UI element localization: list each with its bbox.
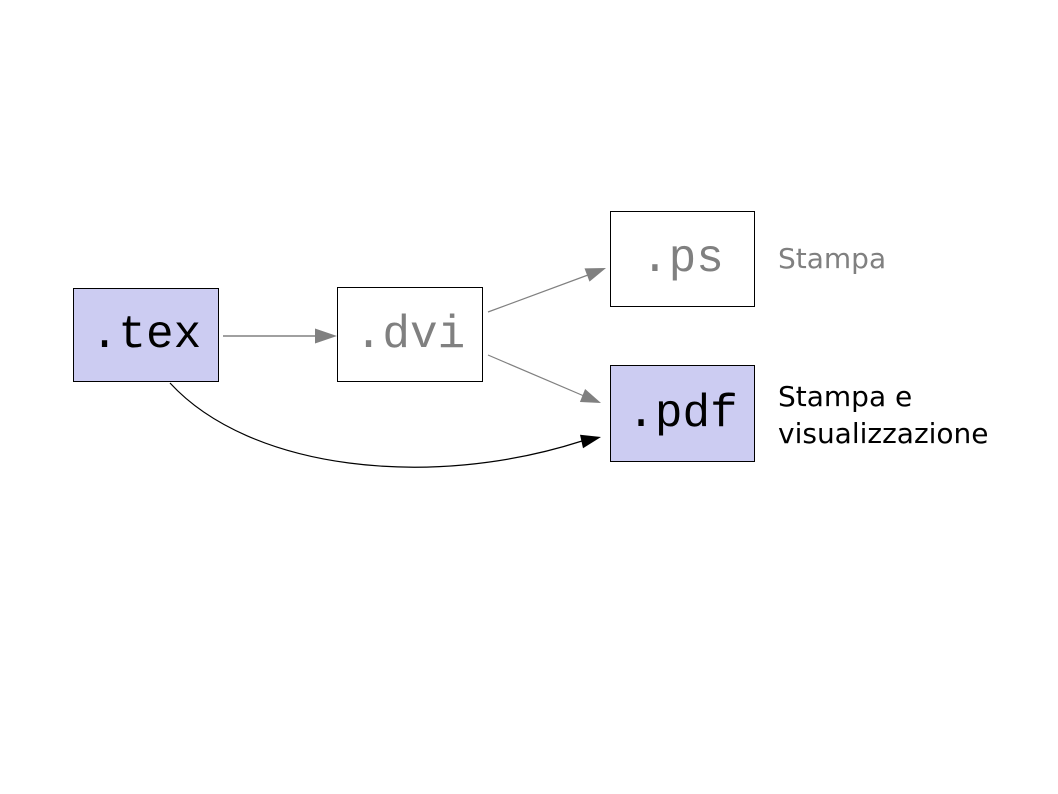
edge-tex-pdf <box>169 382 601 468</box>
node-pdf-label: .pdf <box>627 387 738 440</box>
node-dvi: .dvi <box>337 287 483 382</box>
annotation-stampa-visualizzazione: Stampa e visualizzazione <box>778 378 989 452</box>
node-tex: .tex <box>73 288 219 382</box>
node-tex-label: .tex <box>90 309 202 361</box>
node-pdf: .pdf <box>610 365 755 462</box>
edge-dvi-pdf <box>487 354 601 403</box>
node-ps-label: .ps <box>641 233 724 285</box>
node-dvi-label: .dvi <box>354 308 466 361</box>
annotation-stampa-text: Stampa <box>778 242 887 275</box>
node-ps: .ps <box>610 211 755 307</box>
annotation-stampa-e-text: Stampa e <box>778 380 913 413</box>
annotation-visualizzazione-text: visualizzazione <box>778 417 989 450</box>
annotation-stampa: Stampa <box>778 240 886 277</box>
edge-tex-dvi <box>223 328 337 344</box>
edge-dvi-ps <box>487 268 606 313</box>
